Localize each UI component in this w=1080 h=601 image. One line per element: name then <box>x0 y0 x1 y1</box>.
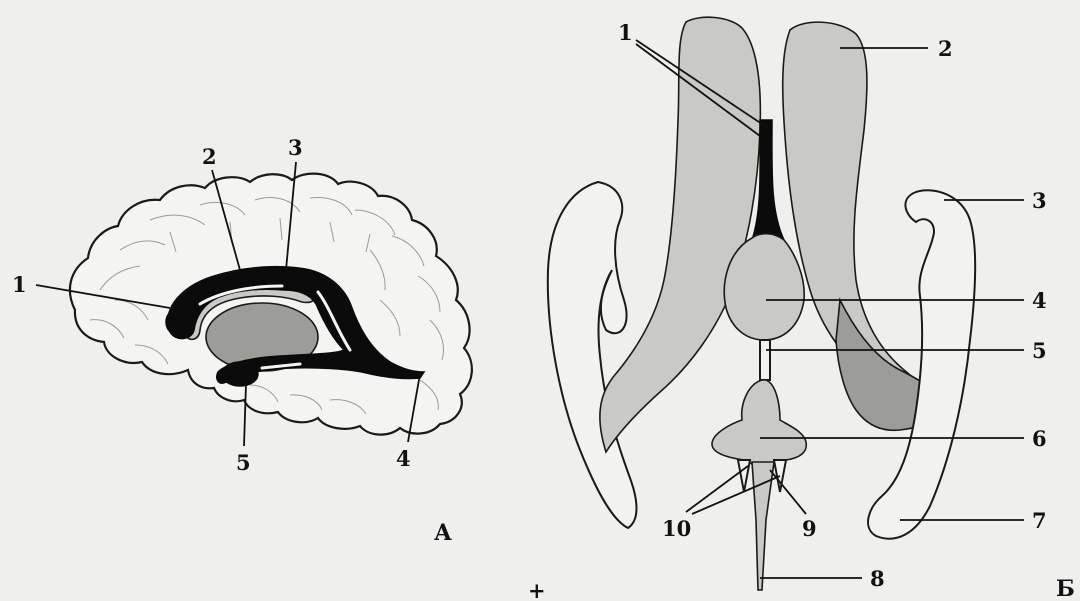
figure-caption-b: Б <box>1056 576 1075 601</box>
lateral-aperture-left <box>738 460 750 492</box>
label-8: 8 <box>870 566 885 591</box>
central-canal <box>752 462 774 590</box>
label-3: 3 <box>288 135 303 160</box>
label-6: 6 <box>1032 426 1047 451</box>
label-9: 9 <box>802 516 817 541</box>
label-2: 2 <box>202 144 217 169</box>
label-2: 2 <box>938 36 953 61</box>
label-3: 3 <box>1032 188 1047 213</box>
leader-line <box>686 466 748 512</box>
label-4: 4 <box>396 446 411 471</box>
label-4: 4 <box>1032 288 1047 313</box>
figure-caption-a: А <box>434 520 452 546</box>
figure-b: 1 2 3 4 5 6 7 8 9 10 Б <box>548 17 1075 601</box>
cerebral-aqueduct <box>760 340 770 380</box>
left-lateral-ventricle <box>600 17 760 452</box>
figure-a: 1 2 3 4 5 А <box>12 135 472 546</box>
label-5: 5 <box>236 450 251 475</box>
anterior-horn <box>166 309 190 335</box>
left-inferior-horn <box>548 182 637 528</box>
label-10: 10 <box>662 516 691 541</box>
label-7: 7 <box>1032 508 1047 533</box>
label-1: 1 <box>618 20 633 45</box>
label-5: 5 <box>1032 338 1047 363</box>
inferior-horn <box>222 362 258 386</box>
leader-line <box>770 470 806 514</box>
label-1: 1 <box>12 272 27 297</box>
fourth-ventricle <box>712 380 806 472</box>
stray-mark: + <box>528 578 546 601</box>
